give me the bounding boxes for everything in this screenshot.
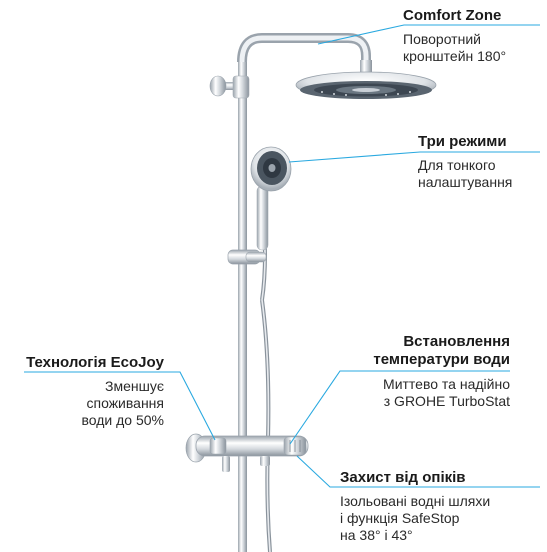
callout-three-modes-title: Три режими — [418, 133, 507, 150]
callout-comfort-zone-title: Comfort Zone — [403, 7, 502, 24]
hand-shower — [250, 146, 292, 301]
callout-scald-protection-title: Захист від опіків — [340, 469, 466, 486]
callout-temperature: Встановлення температури води Миттево та… — [330, 333, 510, 410]
hand-shower-holder — [227, 249, 267, 265]
wall-bracket-upper — [209, 75, 250, 99]
callout-ecojoy-title: Технологія EcoJoy — [26, 354, 164, 371]
swivel-arm — [237, 33, 372, 72]
leader-comfort-zone — [317, 24, 540, 45]
leader-ecojoy — [24, 371, 216, 441]
callout-ecojoy-description: Зменшує споживання води до 50% — [81, 378, 164, 429]
leader-lines — [24, 24, 540, 488]
callout-three-modes: Три режими Для тонкого налаштування — [418, 133, 543, 191]
thermostat-mixer — [185, 433, 309, 472]
leader-scald — [296, 455, 540, 488]
callout-comfort-zone: Comfort Zone Поворотний кронштейн 180° — [403, 7, 543, 65]
callout-scald-protection-description: Ізольовані водні шляхи і функція SafeSto… — [340, 493, 491, 544]
callout-scald-protection: Захист від опіків Ізольовані водні шляхи… — [340, 469, 540, 545]
leader-temperature — [289, 370, 510, 445]
overhead-shower-head — [295, 71, 437, 99]
hose — [260, 299, 272, 552]
leader-three-modes — [288, 151, 540, 163]
callout-ecojoy: Технологія EcoJoy Зменшує споживання вод… — [24, 354, 164, 430]
callout-temperature-title: Встановлення температури води — [373, 333, 510, 369]
riser-pipe — [238, 58, 247, 552]
callout-three-modes-description: Для тонкого налаштування — [418, 157, 513, 191]
callout-temperature-description: Миттево та надійно з GROHE TurboStat — [383, 375, 510, 409]
callout-comfort-zone-description: Поворотний кронштейн 180° — [403, 31, 507, 65]
